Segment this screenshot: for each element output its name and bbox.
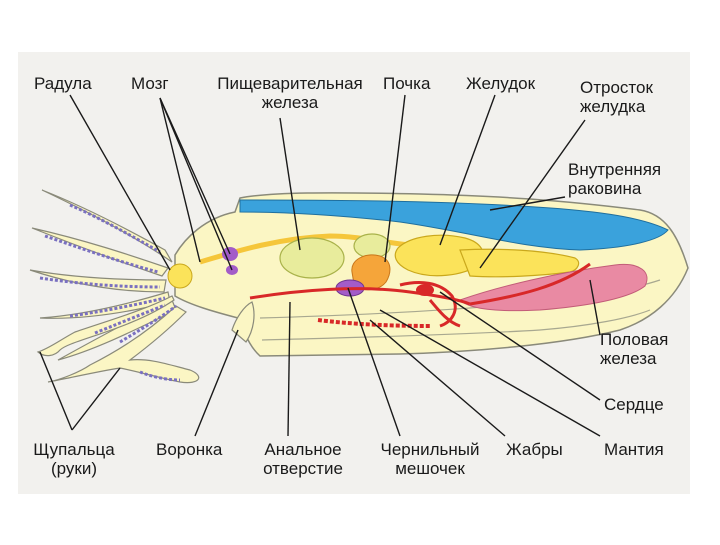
label-stomach-process: Отросток желудка — [580, 78, 653, 116]
label-digestive-gland: Пищеварительная железа — [200, 74, 380, 112]
heart-drawing — [416, 284, 434, 296]
radula-drawing — [168, 264, 192, 288]
label-heart: Сердце — [604, 395, 664, 414]
label-funnel: Воронка — [156, 440, 222, 459]
label-inner-shell: Внутренняя раковина — [568, 160, 661, 198]
label-tentacles: Щупальца (руки) — [26, 440, 122, 478]
label-gills: Жабры — [506, 440, 563, 459]
label-mantle: Мантия — [604, 440, 664, 459]
label-gonad: Половая железа — [600, 330, 668, 368]
label-kidney: Почка — [383, 74, 430, 93]
label-anus: Анальное отверстие — [248, 440, 358, 478]
label-stomach: Желудок — [466, 74, 535, 93]
digestive-gland-drawing — [280, 238, 344, 278]
label-ink-sac: Чернильный мешочек — [366, 440, 494, 478]
label-brain: Мозг — [131, 74, 169, 93]
label-radula: Радула — [34, 74, 92, 93]
